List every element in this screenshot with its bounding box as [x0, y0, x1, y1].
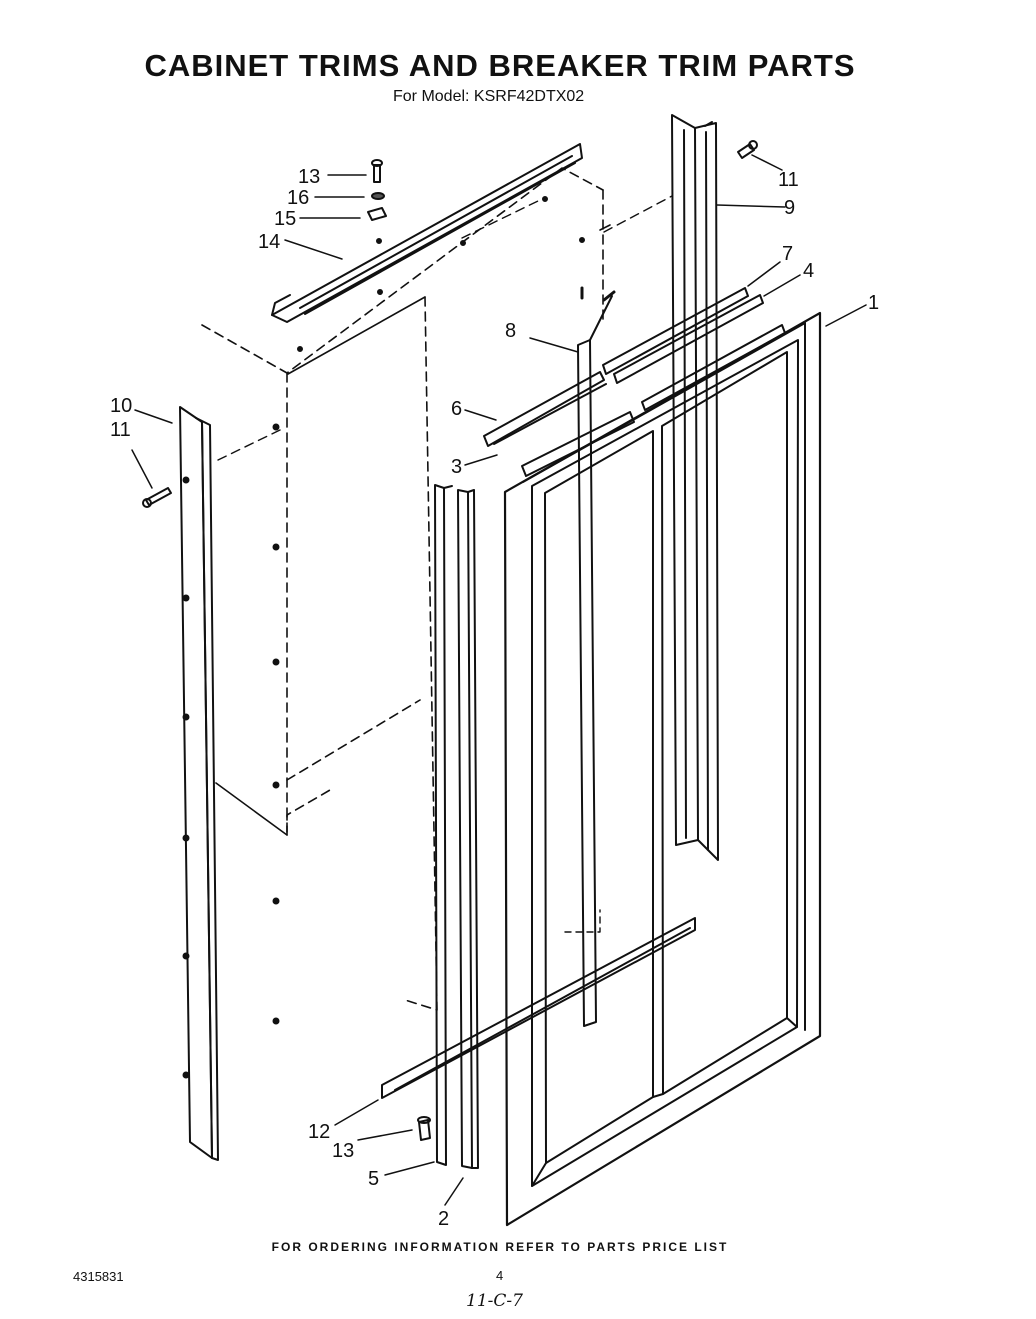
callout-16: 16 — [287, 187, 309, 209]
screw-11-left — [142, 487, 172, 508]
callout-9: 9 — [784, 197, 795, 219]
model-subtitle: For Model: KSRF42DTX02 — [393, 88, 585, 105]
callout-11-left: 11 — [110, 419, 131, 441]
ordering-info-note: FOR ORDERING INFORMATION REFER TO PARTS … — [271, 1240, 729, 1254]
callout-5: 5 — [368, 1168, 379, 1190]
callout-7: 7 — [782, 243, 793, 265]
callout-6: 6 — [451, 398, 462, 420]
handwritten-note: 11-C-7 — [466, 1291, 523, 1311]
fastener-stack — [367, 159, 387, 244]
part-7-horizontal-trim — [602, 287, 749, 375]
callout-14: 14 — [258, 231, 280, 253]
part-6-horizontal-trim — [483, 371, 607, 447]
callout-numbers: 13 16 15 14 11 9 7 4 1 8 6 3 10 11 12 13… — [110, 166, 879, 1230]
leader-lines — [131, 154, 867, 1206]
part-4-horizontal-trim — [613, 294, 764, 384]
part-8-breaker-strip — [577, 286, 616, 1027]
callout-2: 2 — [438, 1208, 449, 1230]
part-1-breaker-frame — [503, 311, 822, 1227]
callout-1: 1 — [868, 292, 879, 314]
callout-15: 15 — [274, 208, 296, 230]
part-2-vertical-trim — [457, 489, 479, 1169]
screw-11-top — [737, 140, 758, 159]
page-title: CABINET TRIMS AND BREAKER TRIM PARTS — [144, 48, 856, 83]
callout-10: 10 — [110, 395, 132, 417]
part-10-side-trim — [179, 406, 219, 1161]
callout-3: 3 — [451, 456, 462, 478]
part-12-bottom-channel — [381, 917, 696, 1099]
callout-12: 12 — [308, 1121, 330, 1143]
part-5-vertical-trim — [434, 484, 453, 1166]
callout-4: 4 — [803, 260, 814, 282]
callout-13-top: 13 — [298, 166, 320, 188]
cabinet-body — [201, 167, 673, 1025]
callout-13-bottom: 13 — [332, 1140, 354, 1162]
part-14-top-channel — [271, 143, 583, 323]
document-number: 4315831 — [73, 1269, 124, 1284]
callout-11-top: 11 — [778, 169, 799, 191]
page-number: 4 — [496, 1268, 504, 1283]
screw-13-bottom — [417, 1116, 431, 1141]
callout-8: 8 — [505, 320, 516, 342]
part-9-channel — [671, 114, 719, 861]
